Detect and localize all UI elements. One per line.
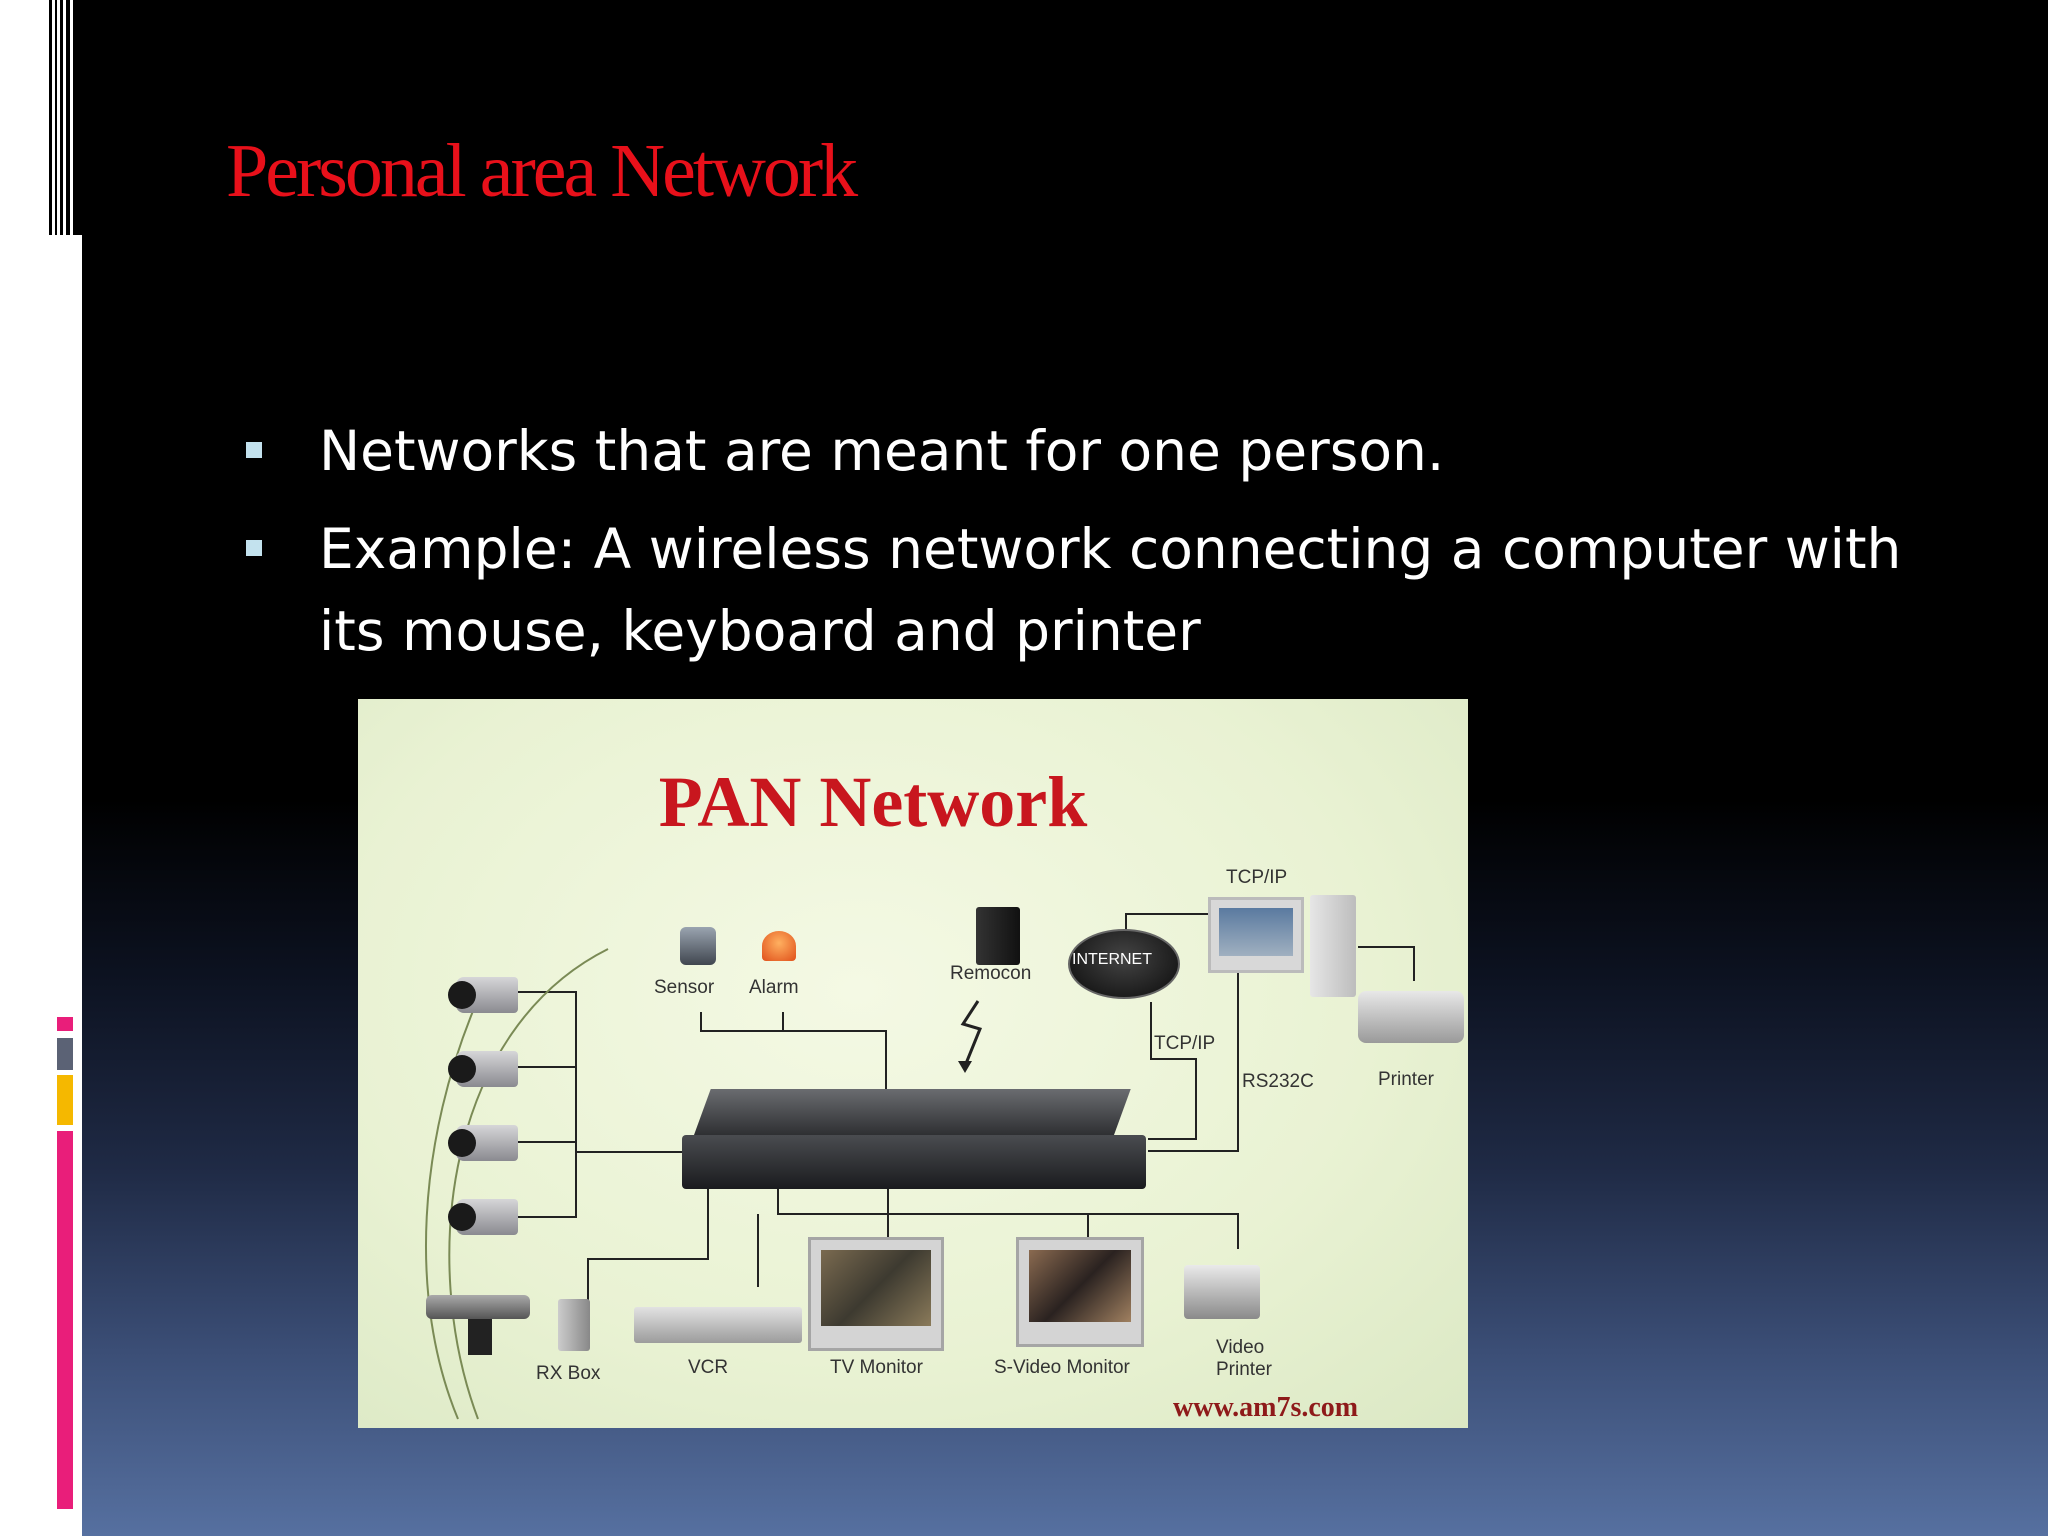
bullet-square-icon	[246, 540, 262, 556]
sensor-label: Sensor	[654, 977, 715, 998]
camera-icon	[448, 977, 518, 1013]
printer-icon	[1358, 991, 1464, 1043]
accent-bar-gray	[57, 1038, 73, 1070]
rx-box-icon	[558, 1299, 590, 1351]
vcr-icon	[634, 1307, 802, 1343]
slide-title: Personal area Network	[226, 129, 858, 213]
camera-icon	[448, 1051, 518, 1087]
internet-label: INTERNET	[1072, 951, 1152, 968]
video-printer-label: Video Printer	[1216, 1337, 1272, 1380]
dvr-recorder-icon	[682, 1089, 1146, 1189]
bullet-item: Networks that are meant for one person.	[244, 410, 1944, 492]
accent-bar-pink-top	[57, 1017, 73, 1031]
remocon-icon	[976, 907, 1020, 965]
svideo-monitor-label: S-Video Monitor	[994, 1357, 1130, 1378]
bullet-text: Networks that are meant for one person.	[319, 419, 1445, 483]
bullet-text: Example: A wireless network connecting a…	[319, 517, 1902, 663]
rx-box-label: RX Box	[536, 1363, 601, 1384]
internet-cloud-icon	[1068, 929, 1180, 999]
bullet-item: Example: A wireless network connecting a…	[244, 508, 1944, 672]
tcpip-top-label: TCP/IP	[1226, 867, 1288, 888]
camera-icon	[448, 1125, 518, 1161]
camera-stand-icon	[468, 1319, 492, 1355]
tv-monitor-icon	[808, 1237, 944, 1351]
video-printer-icon	[1184, 1265, 1260, 1319]
bullet-list: Networks that are meant for one person. …	[244, 410, 1944, 688]
computer-monitor-icon	[1208, 897, 1304, 973]
camera-icon	[448, 1199, 518, 1235]
remocon-label: Remocon	[950, 963, 1032, 984]
vcr-label: VCR	[688, 1357, 729, 1378]
accent-bar-pink	[57, 1131, 73, 1509]
slide-stripe-logo	[48, 0, 82, 240]
tv-monitor-label: TV Monitor	[830, 1357, 923, 1378]
sensor-icon	[680, 927, 716, 965]
pan-network-figure: PAN Network Sensor Alarm Remocon INTERNE…	[358, 699, 1468, 1428]
ptz-camera-icon	[426, 1295, 530, 1319]
computer-tower-icon	[1310, 895, 1356, 997]
tcpip-mid-label: TCP/IP	[1154, 1033, 1216, 1054]
bullet-square-icon	[246, 442, 262, 458]
accent-bar-orange	[57, 1075, 73, 1125]
figure-title: PAN Network	[658, 762, 1088, 842]
alarm-label: Alarm	[749, 977, 799, 998]
printer-label: Printer	[1378, 1069, 1434, 1090]
rs232c-label: RS232C	[1242, 1071, 1314, 1092]
figure-watermark: www.am7s.com	[1173, 1392, 1359, 1423]
svideo-monitor-icon	[1016, 1237, 1144, 1347]
alarm-icon	[762, 931, 796, 961]
